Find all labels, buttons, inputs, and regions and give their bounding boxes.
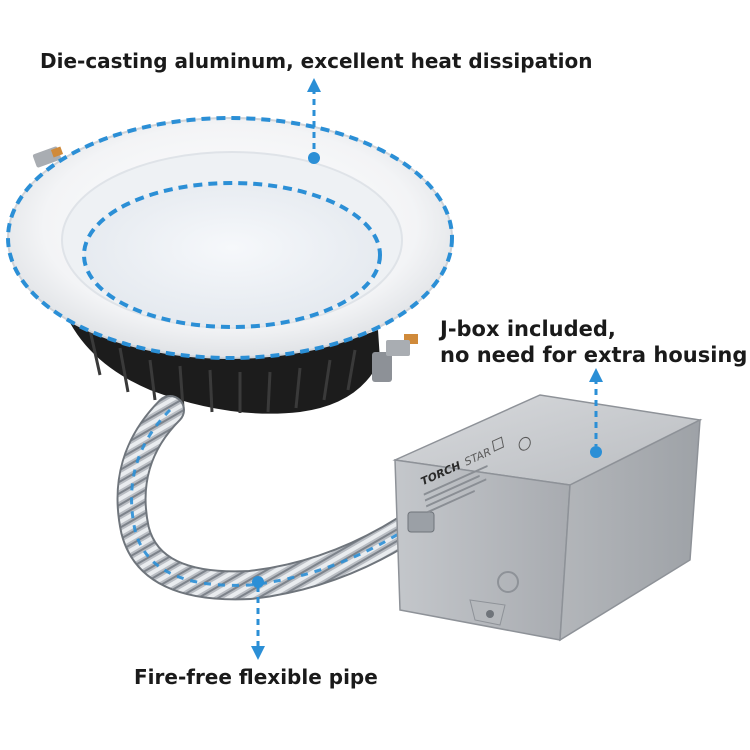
spring-clip-left — [32, 146, 64, 168]
callout-arrow-jbox — [589, 368, 603, 458]
outer-dashed-outline — [6, 116, 454, 360]
jbox-label-line1: J-box included, — [440, 317, 616, 341]
spring-clip-right — [372, 334, 418, 382]
junction-box: TORCH STAR — [392, 394, 703, 642]
jbox-label: J-box included, no need for extra housin… — [440, 316, 747, 368]
inner-dashed-outline — [82, 181, 382, 329]
heat-dissipation-label: Die-casting aluminum, excellent heat dis… — [40, 49, 593, 73]
callout-arrow-top — [307, 78, 321, 164]
callout-arrow-pipe — [251, 576, 265, 660]
jbox-label-line2: no need for extra housing — [440, 343, 748, 367]
downlight-lens — [84, 183, 380, 327]
flexible-pipe — [116, 395, 435, 601]
flexible-pipe-label: Fire-free flexible pipe — [134, 665, 378, 689]
